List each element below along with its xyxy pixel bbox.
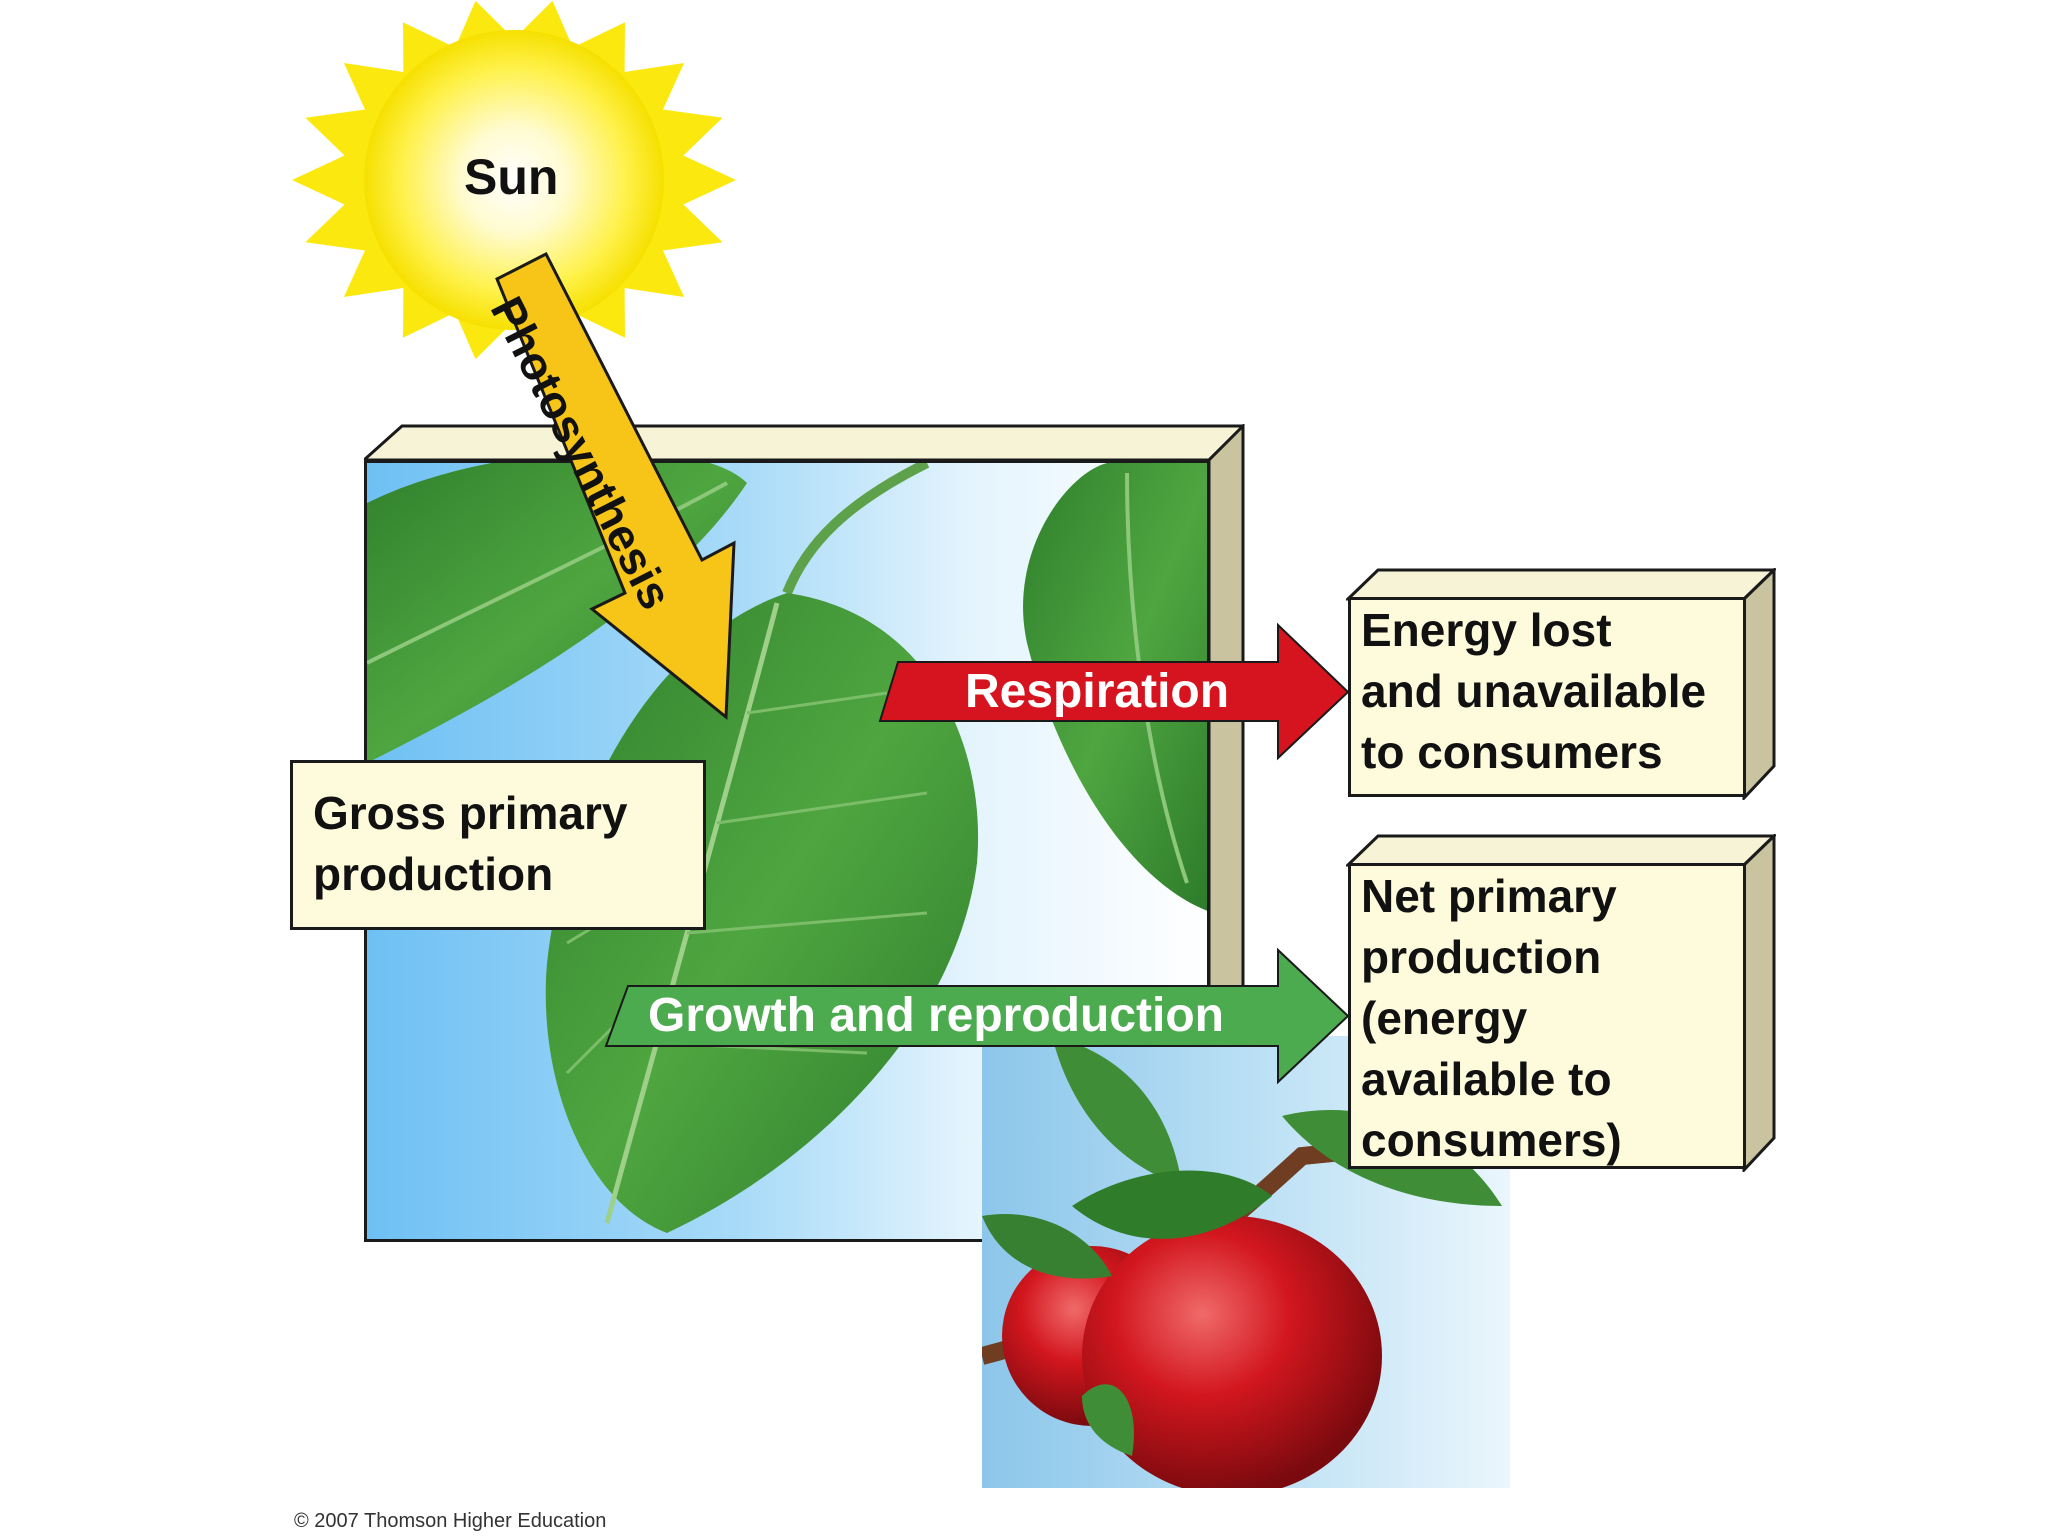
photosynthesis-arrow: [495, 251, 736, 721]
energy-box-line: Energy lost: [1361, 604, 1612, 656]
copyright-text: © 2007 Thomson Higher Education: [294, 1510, 607, 1532]
growth-arrow: [604, 947, 1350, 1085]
growth-label: Growth and reproduction: [648, 989, 1224, 1042]
gross-box-line: Gross primary: [313, 787, 628, 839]
net-primary-production-box: Net primary production (energy available…: [1348, 863, 1746, 1169]
energy-lost-box: Energy lost and unavailable to consumers: [1348, 597, 1746, 797]
gross-primary-production-box: Gross primary production: [290, 760, 706, 930]
net-box-line: production: [1361, 931, 1602, 983]
apple-scene: [982, 1036, 1510, 1488]
net-box-line: consumers): [1361, 1114, 1622, 1166]
net-box-line: available to: [1361, 1053, 1612, 1105]
energy-box-line: to consumers: [1361, 726, 1663, 778]
net-box-line: (energy: [1361, 992, 1528, 1044]
energy-box-line: and unavailable: [1361, 665, 1707, 717]
sun-label: Sun: [464, 149, 559, 205]
net-box-line: Net primary: [1361, 870, 1617, 922]
respiration-arrow: [878, 622, 1350, 761]
respiration-label: Respiration: [965, 665, 1230, 718]
gross-box-line: production: [313, 848, 554, 900]
sun-icon: [292, 0, 736, 360]
energy-box-bevel: [1346, 568, 1776, 800]
